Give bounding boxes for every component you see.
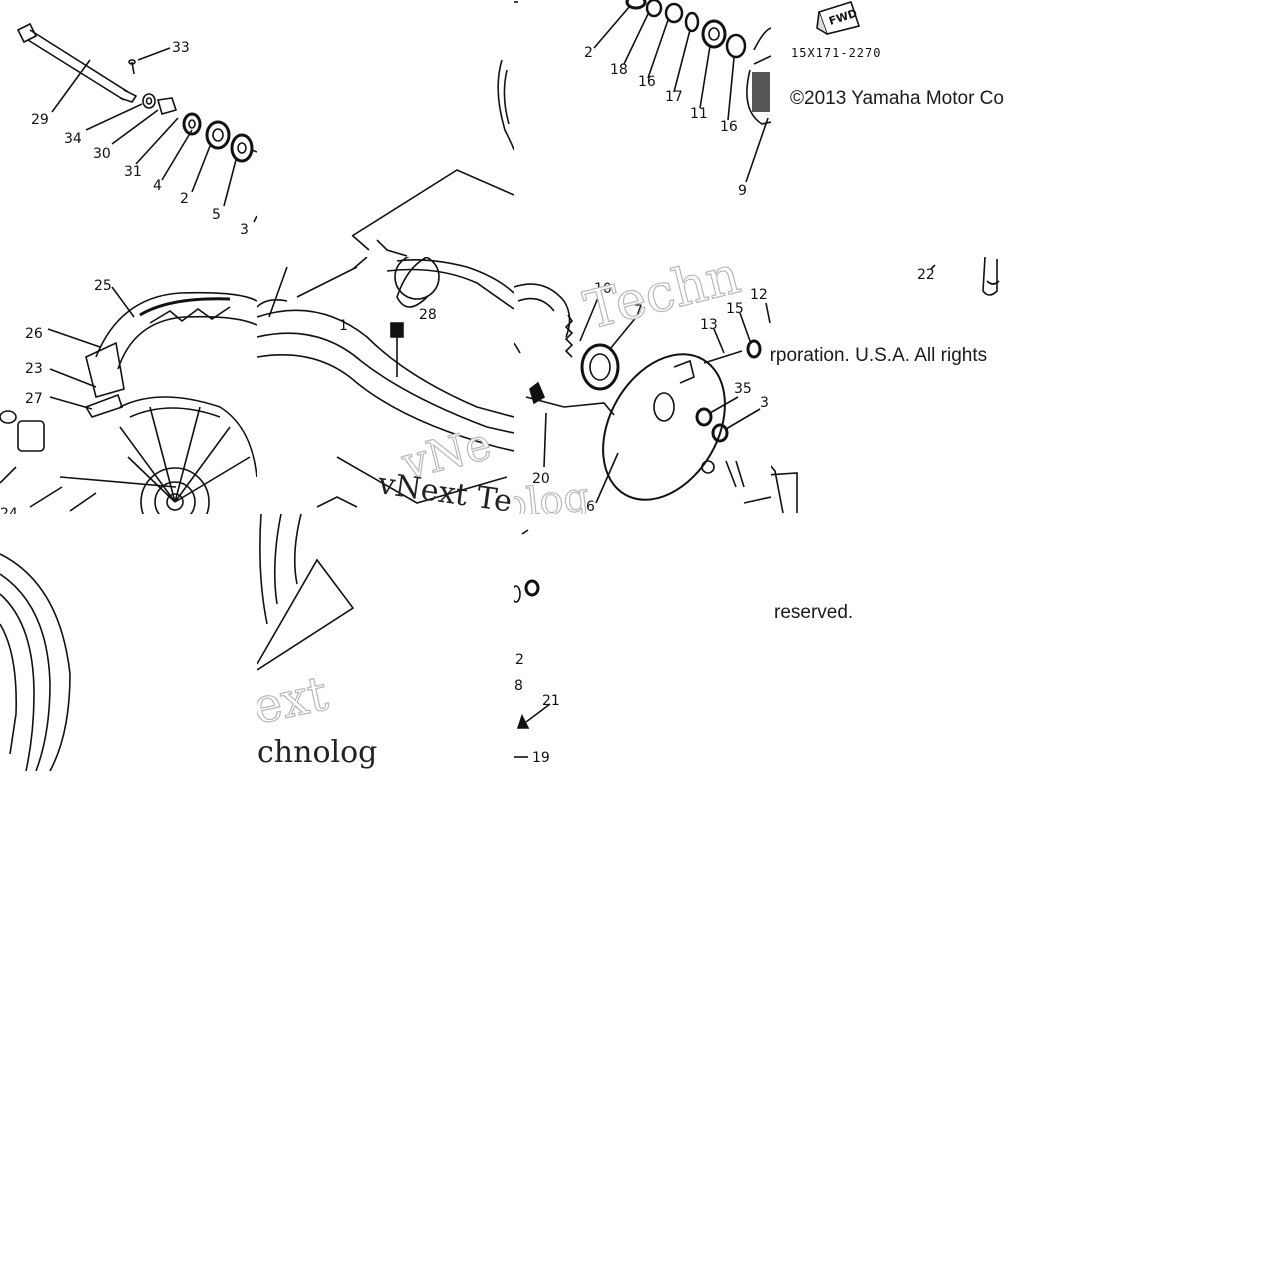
tire-bottom-drawing <box>0 553 71 771</box>
copyright-line-1: ©2013 Yamaha Motor Co <box>790 88 1004 109</box>
callout-2: 2 <box>180 191 189 207</box>
watermark-fragment-d: ext <box>257 665 333 735</box>
tile-fender-wheel: 25 26 23 27 24 <box>0 257 257 514</box>
callout-15: 15 <box>726 301 744 317</box>
tile-tire-mid: 1 28 vNext Te vNe <box>257 257 514 514</box>
brake-arm-drawing: 22 <box>771 257 1000 514</box>
callout-17: 17 <box>665 89 683 105</box>
tile-tire-bottom-mid: ext chnolog <box>257 514 514 771</box>
callout-26: 26 <box>25 326 43 342</box>
callout-19: 19 <box>532 750 550 766</box>
tire-top-drawing <box>351 59 514 257</box>
callout-3: 3 <box>240 222 249 238</box>
tile-copyright-end: reserved. <box>771 514 1028 771</box>
callout-16a: 16 <box>638 74 656 90</box>
watermark-fragment-c: olog <box>514 474 591 514</box>
callout-12: 12 <box>750 287 768 303</box>
hub-parts-drawing: 2 18 16 17 11 16 9 <box>514 0 771 199</box>
small-parts-drawing: 2 8 21 19 <box>514 529 560 766</box>
tile-axle-bearings: 33 29 34 30 31 4 2 5 3 <box>0 0 257 257</box>
tile-fwd-copyright: FWD 15X171-2270 ©2013 Yamaha Motor Co <box>771 0 1028 257</box>
callout-34: 34 <box>64 131 82 147</box>
copyright-line-2: orporation. U.S.A. All rights <box>771 345 988 366</box>
callout-27: 27 <box>25 391 43 407</box>
callout-29: 29 <box>31 112 49 128</box>
callout-22: 22 <box>917 267 935 283</box>
tile-small-parts: 2 8 21 19 <box>514 514 771 771</box>
callout-30: 30 <box>93 146 111 162</box>
callout-8: 8 <box>514 678 523 694</box>
watermark-fragment-a: vNe <box>396 419 496 490</box>
callout-21: 21 <box>542 693 560 709</box>
callout-20: 20 <box>532 471 550 487</box>
tire-bottom-mid-drawing: ext chnolog <box>257 514 377 770</box>
tile-brake-plate: 10 7 13 15 12 35 3 20 6 Techn olog <box>514 257 771 514</box>
callout-7: 7 <box>634 303 643 319</box>
callout-2c: 2 <box>515 652 524 668</box>
callout-25: 25 <box>94 278 112 294</box>
callout-28: 28 <box>419 307 437 323</box>
callout-9: 9 <box>738 183 747 199</box>
callout-10: 10 <box>594 281 612 297</box>
tire-mid-drawing: 1 28 vNext Te vNe <box>257 257 514 514</box>
brake-plate-drawing: 10 7 13 15 12 35 3 20 6 Techn olog <box>514 257 771 514</box>
callout-2b: 2 <box>584 45 593 61</box>
watermark-fragment-b: Techn <box>579 257 746 342</box>
fwd-drawing: FWD 15X171-2270 <box>791 1 881 60</box>
copyright-line-3: reserved. <box>774 602 854 623</box>
callout-5: 5 <box>212 207 221 223</box>
tile-tire-top <box>257 0 514 257</box>
callout-31: 31 <box>124 164 142 180</box>
callout-1: 1 <box>339 318 348 334</box>
watermark-fragment-e: chnolog <box>257 735 377 770</box>
callout-35: 35 <box>734 381 752 397</box>
tile-tire-bottom <box>0 514 257 771</box>
fender-wheel-drawing: 25 26 23 27 24 <box>0 278 257 514</box>
callout-18: 18 <box>610 62 628 78</box>
axle-drawing: 33 29 34 30 31 4 2 5 3 <box>16 22 257 238</box>
callout-16b: 16 <box>720 119 738 135</box>
callout-4: 4 <box>153 178 162 194</box>
callout-23: 23 <box>25 361 43 377</box>
part-number: 15X171-2270 <box>791 46 881 60</box>
tile-hub-parts: 2 18 16 17 11 16 9 <box>514 0 771 257</box>
callout-6: 6 <box>586 499 595 514</box>
callout-24: 24 <box>0 506 18 514</box>
callout-3b: 3 <box>760 395 769 411</box>
callout-13: 13 <box>700 317 718 333</box>
tile-brake-arm: 22 orporation. U.S.A. All rights <box>771 257 1028 514</box>
callout-33: 33 <box>172 40 190 56</box>
callout-11: 11 <box>690 106 708 122</box>
